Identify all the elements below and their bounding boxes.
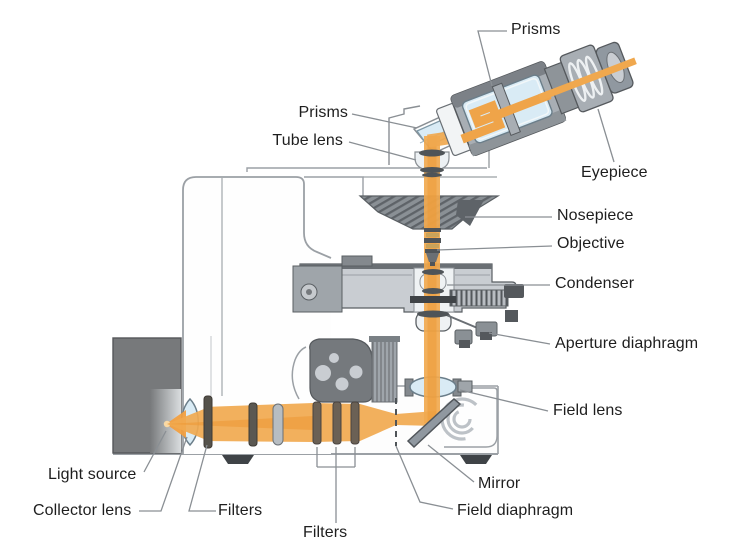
label-nosepiece: Nosepiece [557, 207, 634, 224]
binocular-tube [436, 41, 637, 157]
leader-prisms-head [351, 113, 418, 129]
label-prisms-head: Prisms [298, 104, 348, 121]
leader-mirror [427, 444, 475, 483]
leader-filters-2 [316, 447, 356, 523]
label-filters-1: Filters [218, 502, 263, 519]
label-objective: Objective [557, 235, 625, 252]
label-field-diaphragm: Field diaphragm [457, 502, 574, 519]
label-prisms-top: Prisms [511, 21, 561, 38]
optics-overlays [203, 149, 462, 449]
base-foot-right [460, 455, 492, 464]
mirror-shape [406, 398, 462, 449]
label-filters-2: Filters [303, 524, 348, 541]
tube-prism-light-path [460, 90, 552, 144]
leader-field-lens [459, 389, 549, 412]
label-eyepiece: Eyepiece [581, 164, 648, 181]
filter-bars [203, 395, 360, 449]
leader-aperture [488, 332, 551, 345]
label-field-lens: Field lens [553, 402, 623, 419]
label-aperture-diaphragm: Aperture diaphragm [555, 335, 699, 352]
condenser-rack [449, 289, 509, 307]
base-foot-left [222, 455, 254, 464]
condenser-carrier-column [369, 336, 400, 403]
condenser-knob [504, 284, 524, 298]
leader-field-diaphragm [395, 445, 454, 510]
leader-objective [436, 245, 553, 251]
leader-light-source [143, 430, 167, 473]
label-mirror: Mirror [478, 475, 521, 492]
objective-shape [424, 228, 441, 266]
leader-collector-lens [139, 436, 188, 512]
lamp-house [112, 337, 182, 454]
label-tube-lens: Tube lens [272, 132, 343, 149]
label-light-source: Light source [48, 466, 137, 483]
leader-lines [139, 30, 615, 523]
leader-tube-lens [348, 141, 417, 161]
label-collector-lens: Collector lens [33, 502, 132, 519]
leader-prisms-top [477, 30, 507, 87]
leader-filters-1 [188, 444, 216, 512]
leader-eyepiece [597, 108, 615, 163]
label-condenser: Condenser [555, 275, 635, 292]
aperture-diaphragm-lever [443, 313, 498, 348]
stage-specimen-plane [410, 296, 456, 303]
exit-light-ray [538, 57, 637, 101]
